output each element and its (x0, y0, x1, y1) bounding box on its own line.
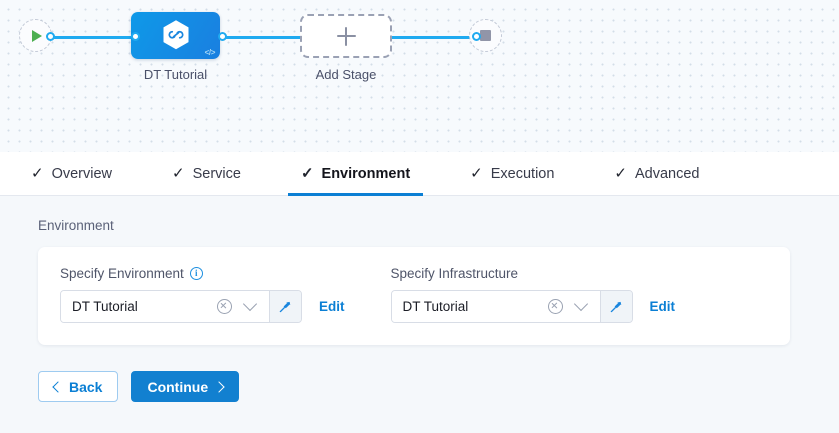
infrastructure-edit-link[interactable]: Edit (649, 299, 676, 314)
tab-execution[interactable]: ✓ Execution (457, 152, 567, 196)
connector-wire-start-to-stage (44, 36, 136, 39)
pin-icon (279, 301, 291, 313)
specify-infrastructure-group: Specify Infrastructure DT Tutorial (390, 266, 676, 323)
section-title: Environment (38, 218, 114, 233)
environment-edit-link[interactable]: Edit (319, 299, 345, 314)
footer-actions: Back Continue (38, 371, 839, 402)
tab-environment[interactable]: ✓ Environment (287, 152, 424, 196)
tab-advanced[interactable]: ✓ Advanced (601, 152, 712, 196)
add-stage-label: Add Stage (315, 67, 377, 82)
clear-icon[interactable] (547, 299, 563, 314)
specify-environment-label: Specify Environment i (60, 266, 345, 281)
infrastructure-select-wrap: DT Tutorial (390, 290, 633, 323)
tab-label: Advanced (635, 165, 700, 182)
specify-infrastructure-row: DT Tutorial Edit (390, 290, 676, 323)
stage-node-dt-tutorial[interactable]: </> (131, 12, 220, 59)
tab-overview[interactable]: ✓ Overview (18, 152, 125, 196)
infrastructure-select-value: DT Tutorial (402, 299, 469, 314)
continue-button-label: Continue (147, 378, 209, 395)
environment-pin-button[interactable] (269, 291, 301, 322)
connector-dot-stage-in[interactable] (131, 32, 140, 41)
connector-wire-stage-to-addstage (222, 36, 310, 39)
connector-dot-stage-out[interactable] (218, 32, 227, 41)
chevron-down-icon[interactable] (242, 296, 258, 311)
field-label-text: Specify Environment (60, 266, 184, 281)
specify-environment-group: Specify Environment i DT Tutorial (60, 266, 345, 323)
environment-card: Specify Environment i DT Tutorial (38, 247, 790, 345)
play-icon (32, 29, 42, 42)
step-tab-bar: ✓ Overview ✓ Service ✓ Environment ✓ Exe… (0, 152, 839, 196)
infrastructure-pin-button[interactable] (599, 291, 632, 322)
check-icon: ✓ (172, 165, 185, 182)
environment-select-wrap: DT Tutorial (60, 290, 302, 323)
hexagon-infinity-icon (163, 19, 188, 49)
tab-label: Overview (51, 165, 113, 182)
environment-panel: Environment Specify Environment i DT Tut… (0, 196, 839, 433)
check-icon: ✓ (31, 165, 44, 182)
tab-service[interactable]: ✓ Service (159, 152, 254, 196)
check-icon: ✓ (614, 165, 627, 182)
chevron-right-icon (213, 380, 225, 393)
stage-node-label: DT Tutorial (143, 67, 208, 82)
back-button-label: Back (69, 378, 103, 395)
infrastructure-select[interactable]: DT Tutorial (391, 291, 600, 322)
back-button[interactable]: Back (38, 371, 119, 402)
chevron-left-icon (52, 380, 64, 393)
add-stage-node[interactable] (300, 14, 392, 58)
check-icon: ✓ (470, 165, 483, 182)
environment-select[interactable]: DT Tutorial (61, 291, 269, 322)
pin-icon (610, 301, 621, 313)
info-icon[interactable]: i (189, 267, 203, 280)
chevron-down-icon[interactable] (573, 296, 588, 311)
tab-label: Environment (321, 165, 411, 182)
plus-icon (336, 26, 356, 46)
connector-dot-start-out[interactable] (46, 32, 55, 41)
connector-dot-end-in[interactable] (472, 32, 481, 41)
connector-wire-addstage-to-end (382, 36, 478, 39)
check-icon: ✓ (300, 165, 314, 182)
specify-infrastructure-label: Specify Infrastructure (391, 266, 676, 281)
tab-label: Service (192, 165, 241, 182)
tab-label: Execution (490, 165, 555, 182)
specify-environment-row: DT Tutorial Edit (60, 290, 345, 323)
stop-icon (480, 30, 491, 41)
field-label-text: Specify Infrastructure (390, 266, 519, 281)
continue-button[interactable]: Continue (131, 371, 240, 402)
clear-icon[interactable] (217, 299, 232, 314)
pipeline-canvas[interactable]: </> DT Tutorial Add Stage (0, 0, 839, 152)
code-badge-icon: </> (204, 48, 216, 57)
environment-select-value: DT Tutorial (72, 299, 138, 314)
